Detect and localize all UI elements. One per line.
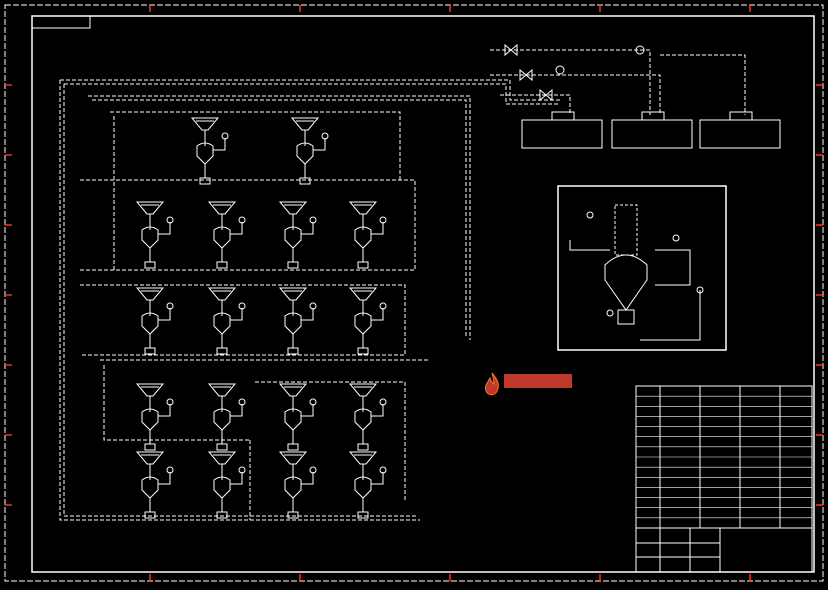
process-unit	[278, 383, 317, 451]
storage-tanks	[521, 111, 781, 149]
process-unit	[278, 201, 317, 269]
detail-vessel	[569, 204, 704, 341]
flame-logo-icon	[485, 372, 499, 396]
border-ticks	[5, 5, 823, 581]
title-block	[635, 527, 813, 573]
tank-1-nozzle	[551, 111, 575, 121]
process-unit	[135, 451, 174, 519]
tank-3	[699, 119, 781, 149]
inlet-valves	[504, 43, 645, 102]
legend-rows	[636, 395, 812, 519]
process-unit	[135, 287, 174, 355]
process-unit	[207, 201, 246, 269]
process-unit	[290, 117, 329, 185]
process-unit	[348, 383, 387, 451]
tank-2	[611, 119, 693, 149]
detail-view-frame	[557, 185, 727, 351]
process-unit	[207, 383, 246, 451]
process-unit	[207, 287, 246, 355]
tank-3-nozzle	[729, 111, 753, 121]
process-unit	[135, 383, 174, 451]
main-pipes	[59, 49, 746, 521]
inner-border	[31, 15, 815, 573]
watermark	[482, 370, 574, 410]
process-unit	[348, 201, 387, 269]
process-unit	[278, 451, 317, 519]
drawing-number-box	[31, 15, 91, 29]
process-unit	[135, 201, 174, 269]
process-unit	[207, 451, 246, 519]
watermark-title	[504, 374, 572, 388]
tank-1	[521, 119, 603, 149]
equipment-units	[135, 117, 387, 519]
outer-border	[4, 4, 824, 582]
process-unit	[190, 117, 229, 185]
tank-2-nozzle	[641, 111, 665, 121]
process-unit	[278, 287, 317, 355]
process-unit	[348, 451, 387, 519]
process-unit	[348, 287, 387, 355]
